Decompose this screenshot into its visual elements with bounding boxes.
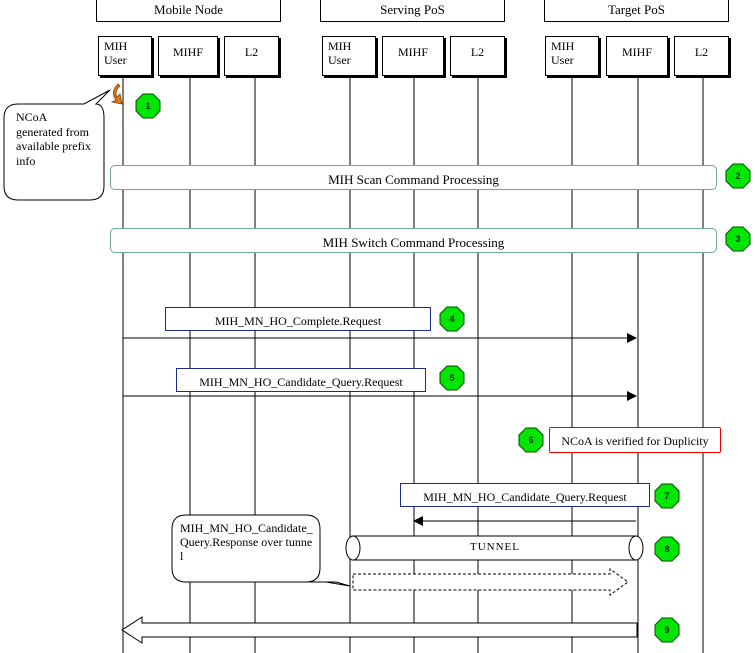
entity-mn-mih-user: MIH User <box>98 36 152 76</box>
callout-ncoa-text: NCoA generated from available prefix inf… <box>16 110 91 168</box>
step-1-icon: 1 <box>135 93 161 119</box>
curved-arrow-icon <box>110 83 123 105</box>
entity-mn-l2: L2 <box>224 36 279 76</box>
note-ncoa-verified: NCoA is verified for Duplicity <box>549 427 721 453</box>
arrow-final-to-mn <box>121 616 638 644</box>
step-6-icon: 6 <box>518 427 544 453</box>
svg-text:1: 1 <box>145 101 150 111</box>
step-8-icon: 8 <box>654 536 680 562</box>
svg-text:5: 5 <box>449 373 454 383</box>
callout-response-shape <box>171 514 351 587</box>
entity-sp-mih-user: MIH User <box>322 36 376 76</box>
step-5-icon: 5 <box>439 365 465 391</box>
entity-tp-l2: L2 <box>674 36 729 76</box>
step-octagons: 1 2 3 4 5 6 7 8 <box>135 93 751 643</box>
entity-tp-mihf: MIHF <box>606 36 668 76</box>
entity-sp-mihf: MIHF <box>382 36 444 76</box>
step-4-icon: 4 <box>439 306 465 332</box>
step-2-icon: 2 <box>725 163 751 189</box>
arrow-response-over-tunnel <box>352 568 629 596</box>
svg-text:7: 7 <box>664 491 669 501</box>
svg-text:3: 3 <box>735 234 740 244</box>
svg-text:8: 8 <box>664 544 669 554</box>
callout-response-text: MIH_MN_HO_Candidate_Query.Response over … <box>180 521 313 563</box>
step-3-icon: 3 <box>725 226 751 252</box>
tunnel-cylinder <box>345 535 644 561</box>
message-candidate-query-request-2: MIH_MN_HO_Candidate_Query.Request <box>400 483 650 507</box>
step-9-icon: 9 <box>654 617 680 643</box>
svg-text:2: 2 <box>735 171 740 181</box>
svg-text:4: 4 <box>449 314 454 324</box>
group-target-pos: Target PoS <box>544 0 729 22</box>
message-candidate-query-request-1: MIH_MN_HO_Candidate_Query.Request <box>176 368 426 392</box>
step-7-icon: 7 <box>654 483 680 509</box>
process-switch: MIH Switch Command Processing <box>110 228 717 253</box>
group-mobile-node: Mobile Node <box>96 0 281 22</box>
svg-text:6: 6 <box>528 435 533 445</box>
group-serving-pos: Serving PoS <box>320 0 505 22</box>
svg-text:9: 9 <box>664 625 669 635</box>
entity-sp-l2: L2 <box>450 36 505 76</box>
message-complete-request: MIH_MN_HO_Complete.Request <box>165 307 431 331</box>
callout-ncoa-shape <box>3 89 111 201</box>
tunnel-label: TUNNEL <box>470 541 520 553</box>
process-scan: MIH Scan Command Processing <box>110 165 717 190</box>
entity-mn-mihf: MIHF <box>158 36 218 76</box>
entity-tp-mih-user: MIH User <box>545 36 599 76</box>
